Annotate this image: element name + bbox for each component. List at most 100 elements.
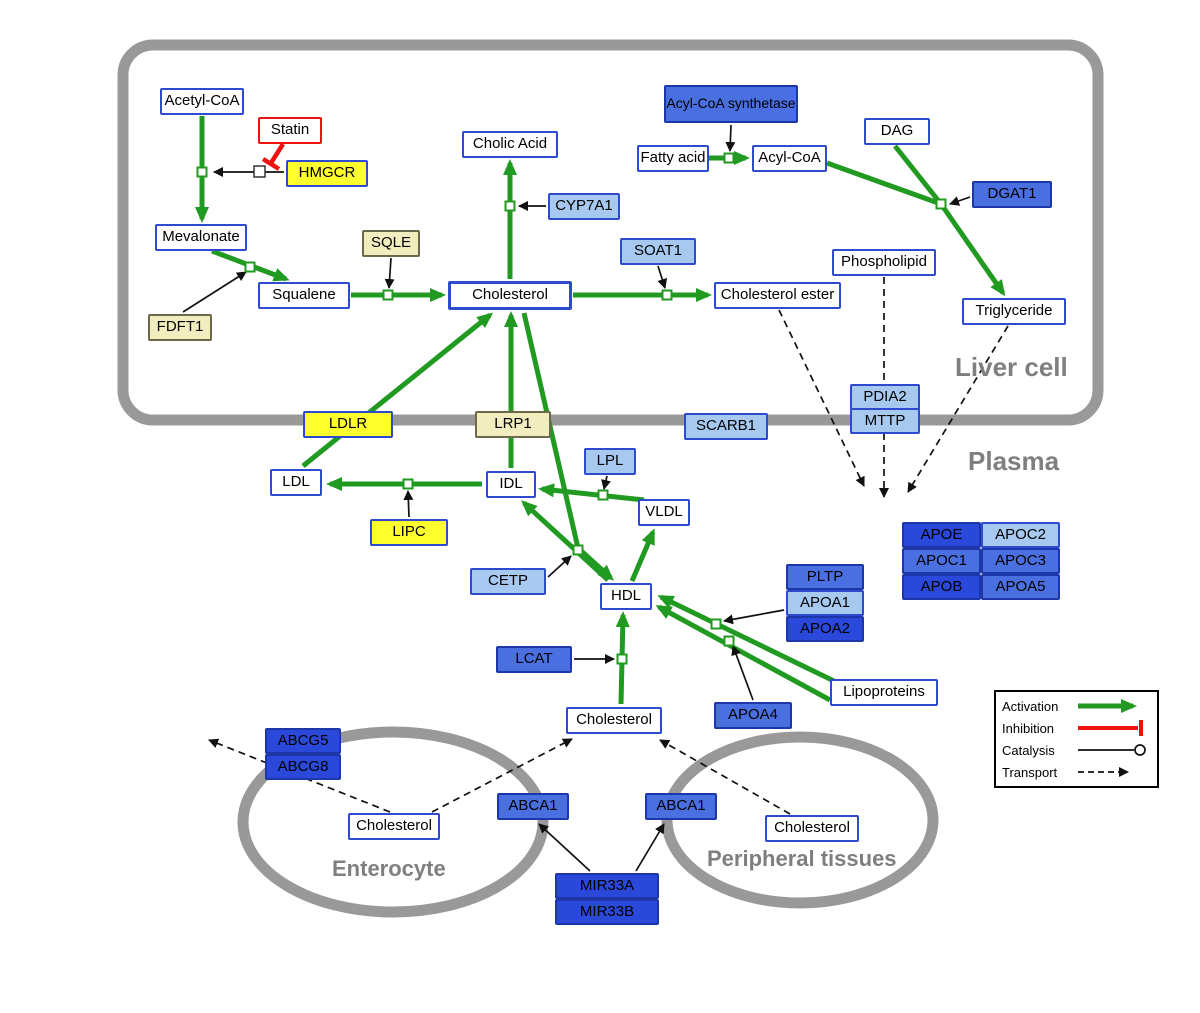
legend-activation-label: Activation xyxy=(1002,699,1059,714)
cat-acylcoa-synthetase xyxy=(725,124,736,152)
node-apoa1[interactable]: APOA1 xyxy=(786,590,864,616)
node-abca1-peripheral[interactable]: ABCA1 xyxy=(645,793,717,820)
node-cetp[interactable]: CETP xyxy=(470,568,546,595)
catalysis-port-square xyxy=(253,165,266,178)
node-cholesterol-ester[interactable]: Cholesterol ester xyxy=(714,282,841,309)
cat-mir33-abca1-left xyxy=(538,823,591,872)
node-cholesterol-liver[interactable]: Cholesterol xyxy=(448,281,572,310)
legend-catalysis-label: Catalysis xyxy=(1002,743,1055,758)
node-acetyl-coa[interactable]: Acetyl-CoA xyxy=(160,88,244,115)
inhibition-edge xyxy=(261,142,285,171)
transport-peripheral-cholesterol-abca1 xyxy=(659,739,791,815)
cat-dgat1 xyxy=(949,196,971,206)
node-cholesterol-peripheral[interactable]: Cholesterol xyxy=(765,815,859,842)
legend-catalysis-circle xyxy=(1134,744,1146,756)
legend-inhibition-label: Inhibition xyxy=(1002,721,1055,736)
node-ldlr[interactable]: LDLR xyxy=(303,411,393,438)
cat-sqle xyxy=(384,257,395,289)
node-mttp[interactable]: MTTP xyxy=(850,408,920,434)
cat-soat1 xyxy=(657,265,668,289)
node-mevalonate[interactable]: Mevalonate xyxy=(155,224,247,251)
cat-cetp xyxy=(547,555,572,578)
edge-ldl-liver-ldlr xyxy=(301,312,494,468)
node-lipc[interactable]: LIPC xyxy=(370,519,448,546)
edge-acylcoa-dgat1 xyxy=(826,160,942,207)
node-apoa2[interactable]: APOA2 xyxy=(786,616,864,642)
liver-cell-membrane xyxy=(117,39,1104,426)
node-cholesterol-plasma[interactable]: Cholesterol xyxy=(566,707,662,734)
node-fatty-acid[interactable]: Fatty acid xyxy=(637,145,709,172)
cat-lpl xyxy=(601,475,611,490)
node-acyl-coa-synthetase[interactable]: Acyl-CoA synthetase xyxy=(664,85,798,123)
node-dgat1[interactable]: DGAT1 xyxy=(972,181,1052,208)
inh-statin-hmgcr-line xyxy=(269,142,285,165)
node-ldl[interactable]: LDL xyxy=(270,469,322,496)
edge-lipoproteins-hdl-upper xyxy=(657,594,836,684)
peripheral-tissues-label: Peripheral tissues xyxy=(707,846,897,871)
node-idl[interactable]: IDL xyxy=(486,471,536,498)
legend-transport-label: Transport xyxy=(1002,765,1058,780)
node-apoc3[interactable]: APOC3 xyxy=(981,548,1060,574)
liver-cell-label: Liver cell xyxy=(955,352,1068,382)
membranes xyxy=(117,39,1104,918)
plasma-label: Plasma xyxy=(968,446,1060,476)
cat-apoa4 xyxy=(731,645,754,701)
node-mir33a[interactable]: MIR33A xyxy=(555,873,659,899)
edge-hdl-vldl xyxy=(629,528,656,582)
node-apob[interactable]: APOB xyxy=(902,574,981,600)
node-scarb1[interactable]: SCARB1 xyxy=(684,413,768,440)
legend xyxy=(994,690,1159,788)
node-acyl-coa[interactable]: Acyl-CoA xyxy=(752,145,827,172)
node-soat1[interactable]: SOAT1 xyxy=(620,238,696,265)
node-cyp7a1[interactable]: CYP7A1 xyxy=(548,193,620,220)
node-lpl[interactable]: LPL xyxy=(584,448,636,475)
inh-statin-hmgcr-tbar xyxy=(261,157,281,171)
cat-apoa1-apoa2 xyxy=(723,609,785,625)
activation-edges xyxy=(195,116,1006,705)
node-squalene[interactable]: Squalene xyxy=(258,282,350,309)
node-apoc2[interactable]: APOC2 xyxy=(981,522,1060,548)
node-fdft1[interactable]: FDFT1 xyxy=(148,314,212,341)
reaction-nodes xyxy=(196,152,947,665)
peripheral-tissues-membrane xyxy=(661,731,939,909)
node-apoc1[interactable]: APOC1 xyxy=(902,548,981,574)
edge-dgat1-triglyceride xyxy=(938,202,1006,297)
node-abcg5[interactable]: ABCG5 xyxy=(265,728,341,754)
node-lcat[interactable]: LCAT xyxy=(496,646,572,673)
node-lrp1[interactable]: LRP1 xyxy=(475,411,551,438)
transport-enterocyte-cholesterol-abca1 xyxy=(431,738,573,813)
node-lipoproteins[interactable]: Lipoproteins xyxy=(830,679,938,706)
node-apoa4[interactable]: APOA4 xyxy=(714,702,792,729)
cat-fdft1 xyxy=(182,271,247,313)
catalysis-edges xyxy=(182,124,971,872)
edge-dag-dgat1 xyxy=(893,144,943,206)
legend-symbols xyxy=(1078,699,1146,777)
node-hdl[interactable]: HDL xyxy=(600,583,652,610)
node-abca1-enterocyte[interactable]: ABCA1 xyxy=(497,793,569,820)
node-abcg8[interactable]: ABCG8 xyxy=(265,754,341,780)
node-phospholipid[interactable]: Phospholipid xyxy=(832,249,936,276)
node-apoe[interactable]: APOE xyxy=(902,522,981,548)
transport-cholesterol-ester-to-plasma xyxy=(778,309,865,487)
edge-hdl-idl xyxy=(521,500,610,582)
edge-vldl-idl xyxy=(538,483,645,503)
edge-lipoproteins-hdl-lower xyxy=(655,604,832,703)
node-cholic-acid[interactable]: Cholic Acid xyxy=(462,131,558,158)
node-cholesterol-enterocyte[interactable]: Cholesterol xyxy=(348,813,440,840)
enterocyte-membrane xyxy=(237,726,549,918)
node-hmgcr[interactable]: HMGCR xyxy=(286,160,368,187)
edge-cholesterol-hdl xyxy=(521,312,614,581)
node-triglyceride[interactable]: Triglyceride xyxy=(962,298,1066,325)
node-dag[interactable]: DAG xyxy=(864,118,930,145)
node-mir33b[interactable]: MIR33B xyxy=(555,899,659,925)
node-statin[interactable]: Statin xyxy=(258,117,322,144)
node-pdia2[interactable]: PDIA2 xyxy=(850,384,920,410)
enterocyte-label: Enterocyte xyxy=(332,856,446,881)
node-vldl[interactable]: VLDL xyxy=(638,499,690,526)
node-sqle[interactable]: SQLE xyxy=(362,230,420,257)
node-apoa5[interactable]: APOA5 xyxy=(981,574,1060,600)
node-pltp[interactable]: PLTP xyxy=(786,564,864,590)
transport-triglyceride-to-plasma xyxy=(907,325,1009,493)
